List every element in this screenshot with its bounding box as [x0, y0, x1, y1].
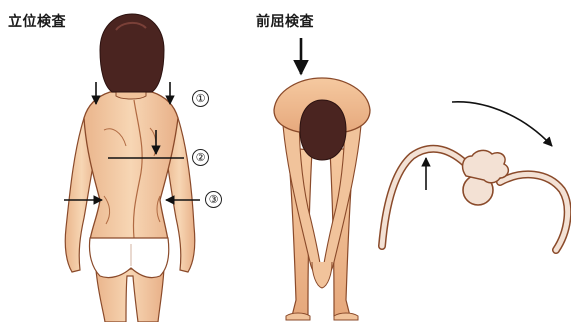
- bending-figure: [274, 38, 370, 320]
- standing-back-torso: [84, 92, 178, 240]
- bending-right-foot: [334, 313, 358, 320]
- bending-left-foot: [286, 313, 310, 320]
- right-rib-inner: [500, 174, 568, 250]
- bending-hair: [300, 100, 346, 160]
- rotation-arrow: [452, 102, 552, 146]
- bending-hands: [312, 262, 332, 288]
- marker-scapula-level: ②: [192, 149, 209, 166]
- rib-cross-section: [382, 102, 568, 250]
- marker-waist-line: ③: [205, 191, 222, 208]
- left-rib-inner: [382, 149, 468, 246]
- left-rib-outer: [382, 149, 468, 246]
- marker-shoulder-level: ①: [192, 90, 209, 107]
- standing-figure: [64, 14, 200, 322]
- standing-hair: [100, 14, 164, 92]
